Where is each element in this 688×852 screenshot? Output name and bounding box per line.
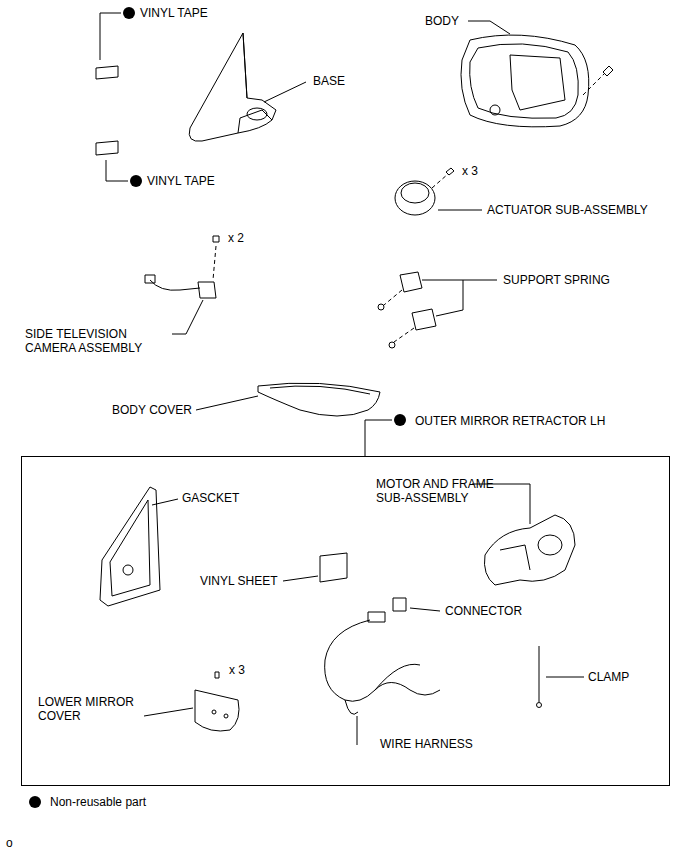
part-name: CLAMP bbox=[588, 670, 629, 684]
part-name: CONNECTOR bbox=[445, 604, 522, 618]
vinyl-tape bbox=[96, 13, 128, 181]
wire-harness bbox=[325, 598, 440, 745]
part-name: ACTUATOR SUB-ASSEMBLY bbox=[487, 203, 648, 217]
legend-entry: Non-reusable part bbox=[50, 795, 146, 809]
quantity: x 2 bbox=[228, 231, 244, 245]
lower-mirror-cover bbox=[144, 672, 239, 731]
assembly-box: OUTER MIRROR RETRACTOR LH bbox=[21, 456, 670, 786]
leader-line bbox=[365, 420, 392, 456]
part-name: GASCKET bbox=[182, 491, 239, 505]
quantity: x 3 bbox=[462, 164, 478, 178]
part-name: WIRE HARNESS bbox=[380, 737, 473, 751]
part-name: SUPPORT SPRING bbox=[503, 273, 610, 287]
part-name: BASE bbox=[313, 74, 345, 88]
quantity: x 3 bbox=[229, 663, 245, 677]
part-name: VINYL SHEET bbox=[200, 574, 278, 588]
part-name: LOWER MIRROR COVER bbox=[38, 695, 143, 723]
mirror-base bbox=[189, 33, 306, 141]
assembly-heading: OUTER MIRROR RETRACTOR LH bbox=[415, 414, 605, 428]
support-spring bbox=[378, 272, 497, 348]
page-mark: o bbox=[6, 836, 13, 850]
part-name: BODY COVER bbox=[112, 403, 192, 417]
gasket bbox=[100, 487, 178, 606]
part-name: MOTOR AND FRAME SUB-ASSEMBLY bbox=[376, 477, 501, 505]
part-name: VINYL TAPE bbox=[140, 6, 208, 20]
motor-frame bbox=[472, 484, 575, 585]
clamp bbox=[537, 646, 585, 708]
mirror-body bbox=[461, 21, 613, 127]
side-camera bbox=[145, 236, 219, 334]
vinyl-sheet bbox=[283, 553, 347, 582]
body-cover bbox=[196, 383, 380, 416]
legend-text: Non-reusable part bbox=[50, 795, 146, 809]
part-name: SIDE TELEVISION CAMERA ASSEMBLY bbox=[25, 327, 165, 355]
part-name: VINYL TAPE bbox=[147, 174, 215, 188]
non-reusable-mark bbox=[29, 7, 406, 808]
part-name: BODY bbox=[425, 14, 459, 28]
